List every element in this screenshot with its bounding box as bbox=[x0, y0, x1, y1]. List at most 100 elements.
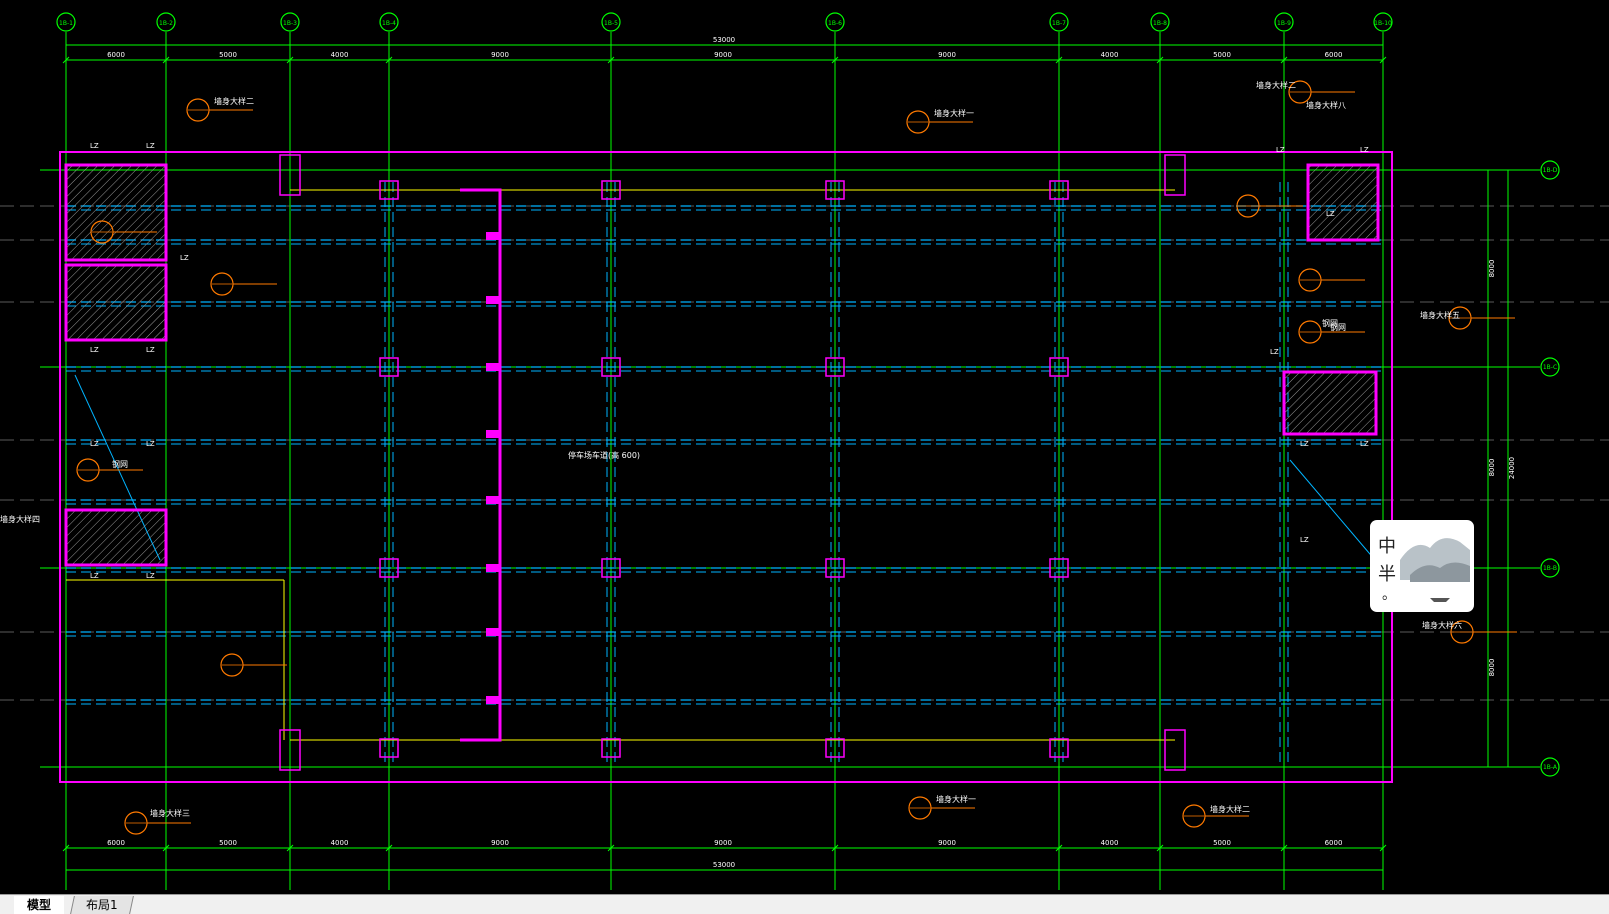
grid-label: 1B-4 bbox=[382, 20, 396, 27]
grid-label: 1B-B bbox=[1543, 565, 1557, 572]
grid-bubble bbox=[1150, 12, 1170, 32]
column bbox=[379, 357, 399, 377]
column bbox=[825, 180, 845, 200]
dim-text: 8000 bbox=[1488, 659, 1496, 677]
grid-bubble bbox=[1540, 558, 1560, 578]
column bbox=[1049, 738, 1069, 758]
column bbox=[825, 558, 845, 578]
grid-bubble bbox=[1540, 160, 1560, 180]
grid-label: 1B-5 bbox=[604, 20, 618, 27]
column bbox=[379, 738, 399, 758]
column bbox=[379, 180, 399, 200]
rebar-note: 钢网 bbox=[1322, 318, 1338, 328]
dim-tick bbox=[607, 56, 615, 64]
column-tag: LZ bbox=[146, 346, 155, 354]
grid-bubble bbox=[1049, 12, 1069, 32]
column-tag: LZ bbox=[1360, 440, 1369, 448]
hatched-core bbox=[64, 163, 168, 262]
dim-total-top: 53000 bbox=[713, 36, 735, 44]
wall-detail-label: 墙身大样一 bbox=[934, 108, 974, 118]
layout-tab-bar: 模型 布局1 bbox=[0, 894, 1609, 914]
dim-tick bbox=[1156, 844, 1164, 852]
column-tag: LZ bbox=[1360, 146, 1369, 154]
dim-tick bbox=[1280, 56, 1288, 64]
dim-text: 6000 bbox=[107, 51, 125, 59]
hatched-core bbox=[64, 263, 168, 342]
column bbox=[1049, 357, 1069, 377]
wall-detail-label: 墙身大样二 bbox=[1256, 80, 1296, 90]
column-tag: LZ bbox=[146, 440, 155, 448]
ramp-wall bbox=[460, 188, 502, 742]
building-outline bbox=[59, 151, 1393, 783]
tab-model[interactable]: 模型 bbox=[14, 896, 64, 914]
column-tag: LZ bbox=[146, 142, 155, 150]
dim-text: 9000 bbox=[714, 51, 732, 59]
dim-text: 4000 bbox=[331, 51, 349, 59]
tab-layout1[interactable]: 布局1 bbox=[70, 896, 134, 914]
hatched-core bbox=[64, 508, 168, 567]
grid-label: 1B-D bbox=[1543, 167, 1558, 174]
dim-tick bbox=[162, 56, 170, 64]
ramp-post bbox=[486, 628, 500, 636]
column bbox=[279, 154, 301, 196]
dim-tick bbox=[1379, 844, 1387, 852]
grid-label: 1B-6 bbox=[828, 20, 842, 27]
dim-tick bbox=[62, 56, 70, 64]
grid-label: 1B-10 bbox=[1374, 20, 1392, 27]
tab-layout1-label: 布局1 bbox=[86, 898, 118, 912]
wall-detail-label: 墙身大样一 bbox=[936, 794, 976, 804]
grid-label: 1B-8 bbox=[1153, 20, 1167, 27]
hatched-core bbox=[1306, 163, 1380, 242]
wall-detail-label: 墙身大样二 bbox=[214, 96, 254, 106]
grid-bubble bbox=[1540, 357, 1560, 377]
dim-tick bbox=[1055, 844, 1063, 852]
column bbox=[1164, 154, 1186, 196]
column-tag: LZ bbox=[90, 142, 99, 150]
grid-bubble bbox=[156, 12, 176, 32]
dim-total-bottom: 53000 bbox=[713, 861, 735, 869]
grid-label: 1B-1 bbox=[59, 20, 73, 27]
column-tag: LZ bbox=[1326, 210, 1335, 218]
rebar-note: 钢网 bbox=[1330, 322, 1346, 332]
dim-text: 4000 bbox=[1101, 51, 1119, 59]
ramp-post bbox=[486, 430, 500, 438]
logo-glyph-bot: 。 bbox=[1382, 587, 1396, 603]
dim-total-right: 24000 bbox=[1508, 457, 1516, 479]
column-tag: LZ bbox=[90, 440, 99, 448]
column-tag: LZ bbox=[1300, 440, 1309, 448]
grid-bubble bbox=[280, 12, 300, 32]
dim-tick bbox=[1055, 56, 1063, 64]
wall-detail-label: 墙身大样三 bbox=[150, 808, 190, 818]
column bbox=[1049, 558, 1069, 578]
wall-detail-label: 墙身大样五 bbox=[1420, 310, 1460, 320]
dim-text: 6000 bbox=[1325, 839, 1343, 847]
dim-text: 6000 bbox=[1325, 51, 1343, 59]
grid-bubble bbox=[601, 12, 621, 32]
dim-text: 5000 bbox=[1213, 51, 1231, 59]
column-tag: LZ bbox=[90, 346, 99, 354]
dim-tick bbox=[162, 844, 170, 852]
grid-label: 1B-9 bbox=[1277, 20, 1291, 27]
column bbox=[601, 180, 621, 200]
wall-detail-label: 墙身大样六 bbox=[1422, 620, 1462, 630]
column-tag: LZ bbox=[90, 572, 99, 580]
dim-tick bbox=[831, 56, 839, 64]
dim-tick bbox=[1156, 56, 1164, 64]
ramp-post bbox=[486, 696, 500, 704]
grid-bubble bbox=[825, 12, 845, 32]
grid-bubble bbox=[1373, 12, 1393, 32]
grid-bubble bbox=[1540, 757, 1560, 777]
ramp-post bbox=[486, 232, 500, 240]
dim-tick bbox=[62, 844, 70, 852]
ramp-post bbox=[486, 296, 500, 304]
dim-tick bbox=[286, 844, 294, 852]
column-tag: LZ bbox=[180, 254, 189, 262]
column bbox=[825, 738, 845, 758]
column bbox=[601, 357, 621, 377]
column bbox=[1049, 180, 1069, 200]
diagonal-brace bbox=[1289, 459, 1376, 561]
column-tag: LZ bbox=[1270, 348, 1279, 356]
column bbox=[1164, 729, 1186, 771]
